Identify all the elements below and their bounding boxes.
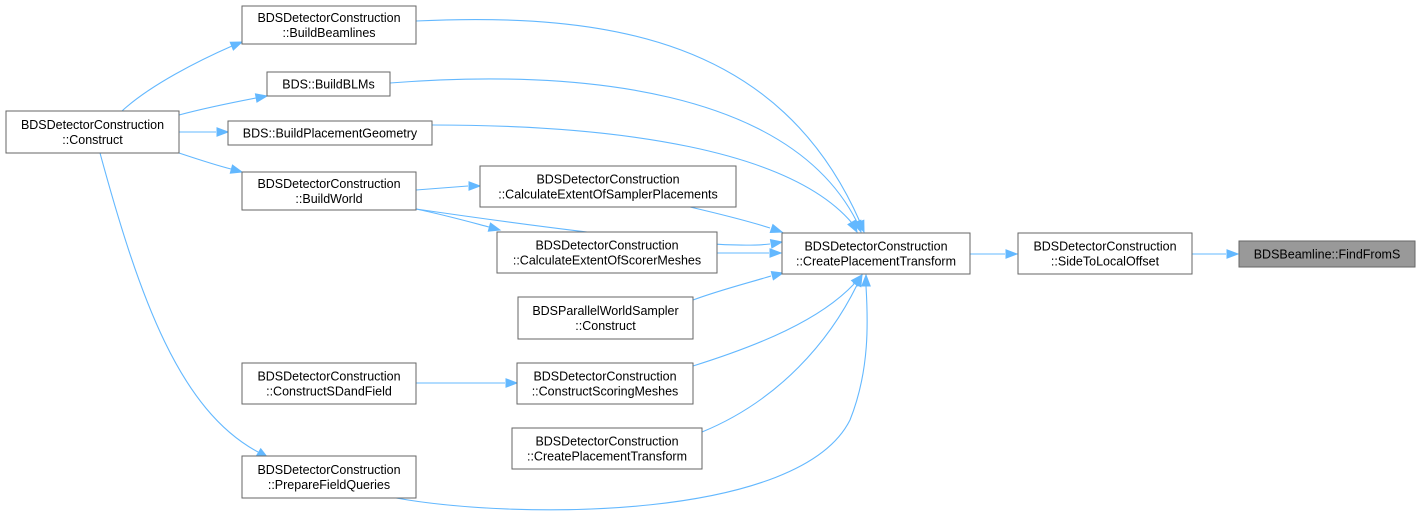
node-label-calcscorermeshes-line-1: ::CalculateExtentOfScorerMeshes <box>513 253 701 267</box>
node-label-constructsdandfield-line-0: BDSDetectorConstruction <box>257 369 400 383</box>
node-box-preparefieldqueries[interactable] <box>241 455 417 499</box>
node-label-createplacementtransform_self-line-1: ::CreatePlacementTransform <box>527 449 687 463</box>
node-label-constructscoringmeshes-line-0: BDSDetectorConstruction <box>533 369 676 383</box>
node-label-constructscoringmeshes-line-1: ::ConstructScoringMeshes <box>532 384 679 398</box>
arrowhead-preparefieldqueries-to-createplacementtransform_main <box>861 273 871 287</box>
node-box-findfroms[interactable] <box>1238 240 1416 268</box>
node-calcsamplerplacements[interactable]: BDSDetectorConstruction::CalculateExtent… <box>479 165 737 208</box>
arrowhead-calcscorermeshes-to-createplacementtransform_main <box>769 248 783 258</box>
arrowhead-buildworld-to-createplacementtransform_main <box>769 239 784 249</box>
node-createplacementtransform_self[interactable]: BDSDetectorConstruction::CreatePlacement… <box>511 427 703 470</box>
edge-construct-to-buildblms <box>178 97 257 116</box>
node-label-parallelworldsampler-line-1: ::Construct <box>575 319 636 333</box>
arrowhead-buildworld-to-calcsamplerplacements <box>468 181 482 191</box>
node-box-buildblms[interactable] <box>266 71 391 97</box>
edge-buildplacementgeometry-to-createplacementtransform_main <box>431 124 853 224</box>
arrowhead-construct-to-buildworld <box>229 164 244 174</box>
node-label-buildworld-line-1: ::BuildWorld <box>295 192 362 206</box>
node-box-buildplacementgeometry[interactable] <box>227 120 433 146</box>
node-label-calcscorermeshes-line-0: BDSDetectorConstruction <box>535 238 678 252</box>
edge-buildworld-to-calcscorermeshes <box>415 208 490 228</box>
node-label-buildbeamlines-line-0: BDSDetectorConstruction <box>257 11 400 25</box>
arrowhead-createplacementtransform_main-to-sidetolocaloffset <box>1005 249 1019 259</box>
node-label-sidetolocaloffset-line-0: BDSDetectorConstruction <box>1033 239 1176 253</box>
edge-buildblms-to-createplacementtransform_main <box>389 78 858 223</box>
edge-calcsamplerplacements-to-createplacementtransform_main <box>689 206 771 229</box>
node-label-buildworld-line-0: BDSDetectorConstruction <box>257 177 400 191</box>
node-box-calcsamplerplacements[interactable] <box>479 165 737 208</box>
node-label-buildbeamlines-line-1: ::BuildBeamlines <box>282 26 375 40</box>
edge-preparefieldqueries-to-createplacementtransform_main <box>395 285 868 511</box>
edge-buildworld-to-calcsamplerplacements <box>415 185 469 191</box>
edge-construct-to-buildworld <box>178 152 232 170</box>
edge-constructscoringmeshes-to-createplacementtransform_main <box>692 283 855 367</box>
edge-construct-to-buildbeamlines <box>121 45 233 112</box>
node-box-parallelworldsampler[interactable] <box>517 296 694 340</box>
arrowhead-construct-to-buildblms <box>254 93 269 103</box>
graph-nodes: BDSBeamline::FindFromSBDSDetectorConstru… <box>5 5 1416 499</box>
node-label-parallelworldsampler-line-0: BDSParallelWorldSampler <box>532 304 678 318</box>
arrowhead-buildworld-to-calcscorermeshes <box>487 222 502 232</box>
node-label-buildplacementgeometry-line-0: BDS::BuildPlacementGeometry <box>243 126 418 140</box>
node-construct[interactable]: BDSDetectorConstruction::Construct <box>5 110 180 154</box>
node-box-buildbeamlines[interactable] <box>241 5 417 45</box>
node-label-createplacementtransform_self-line-0: BDSDetectorConstruction <box>535 434 678 448</box>
node-buildbeamlines[interactable]: BDSDetectorConstruction::BuildBeamlines <box>241 5 417 45</box>
node-buildplacementgeometry[interactable]: BDS::BuildPlacementGeometry <box>227 120 433 146</box>
edge-createplacementtransform_self-to-createplacementtransform_main <box>701 284 858 433</box>
node-label-buildblms-line-0: BDS::BuildBLMs <box>282 77 374 91</box>
node-box-construct[interactable] <box>5 110 180 154</box>
arrowhead-sidetolocaloffset-to-findfroms <box>1226 249 1240 259</box>
node-box-constructsdandfield[interactable] <box>241 362 417 405</box>
node-parallelworldsampler[interactable]: BDSParallelWorldSampler::Construct <box>517 296 694 340</box>
node-label-createplacementtransform_main-line-1: ::CreatePlacementTransform <box>796 254 956 268</box>
arrowhead-construct-to-buildplacementgeometry <box>216 127 230 137</box>
node-createplacementtransform_main[interactable]: BDSDetectorConstruction::CreatePlacement… <box>781 232 971 275</box>
node-findfroms[interactable]: BDSBeamline::FindFromS <box>1238 240 1416 268</box>
node-label-construct-line-0: BDSDetectorConstruction <box>21 118 164 132</box>
arrowhead-calcsamplerplacements-to-createplacementtransform_main <box>769 223 784 234</box>
node-label-findfroms-line-0: BDSBeamline::FindFromS <box>1254 247 1401 261</box>
node-sidetolocaloffset[interactable]: BDSDetectorConstruction::SideToLocalOffs… <box>1017 232 1193 275</box>
node-label-sidetolocaloffset-line-1: ::SideToLocalOffset <box>1051 254 1160 268</box>
arrowhead-createplacementtransform_self-to-createplacementtransform_main <box>852 273 863 288</box>
edge-parallelworldsampler-to-createplacementtransform_main <box>692 275 772 301</box>
node-label-createplacementtransform_main-line-0: BDSDetectorConstruction <box>804 239 947 253</box>
node-box-calcscorermeshes[interactable] <box>496 231 718 274</box>
arrowhead-construct-to-buildbeamlines <box>229 41 244 51</box>
node-calcscorermeshes[interactable]: BDSDetectorConstruction::CalculateExtent… <box>496 231 718 274</box>
node-label-preparefieldqueries-line-1: ::PrepareFieldQueries <box>268 478 390 492</box>
node-box-createplacementtransform_self[interactable] <box>511 427 703 470</box>
node-preparefieldqueries[interactable]: BDSDetectorConstruction::PrepareFieldQue… <box>241 455 417 499</box>
arrowhead-parallelworldsampler-to-createplacementtransform_main <box>770 271 785 281</box>
node-label-calcsamplerplacements-line-1: ::CalculateExtentOfSamplerPlacements <box>498 187 718 201</box>
arrowhead-constructsdandfield-to-constructscoringmeshes <box>505 378 519 388</box>
node-constructscoringmeshes[interactable]: BDSDetectorConstruction::ConstructScorin… <box>516 362 694 405</box>
node-constructsdandfield[interactable]: BDSDetectorConstruction::ConstructSDandF… <box>241 362 417 405</box>
node-label-constructsdandfield-line-1: ::ConstructSDandField <box>266 384 392 398</box>
node-label-preparefieldqueries-line-0: BDSDetectorConstruction <box>257 463 400 477</box>
node-buildblms[interactable]: BDS::BuildBLMs <box>266 71 391 97</box>
node-box-createplacementtransform_main[interactable] <box>781 232 971 275</box>
edge-buildbeamlines-to-createplacementtransform_main <box>415 19 861 223</box>
node-box-sidetolocaloffset[interactable] <box>1017 232 1193 275</box>
edge-construct-to-preparefieldqueries <box>99 152 259 453</box>
node-buildworld[interactable]: BDSDetectorConstruction::BuildWorld <box>241 171 417 211</box>
arrowhead-buildplacementgeometry-to-createplacementtransform_main <box>847 219 858 234</box>
node-box-constructscoringmeshes[interactable] <box>516 362 694 405</box>
node-label-construct-line-1: ::Construct <box>62 133 123 147</box>
node-label-calcsamplerplacements-line-0: BDSDetectorConstruction <box>536 172 679 186</box>
node-box-buildworld[interactable] <box>241 171 417 211</box>
